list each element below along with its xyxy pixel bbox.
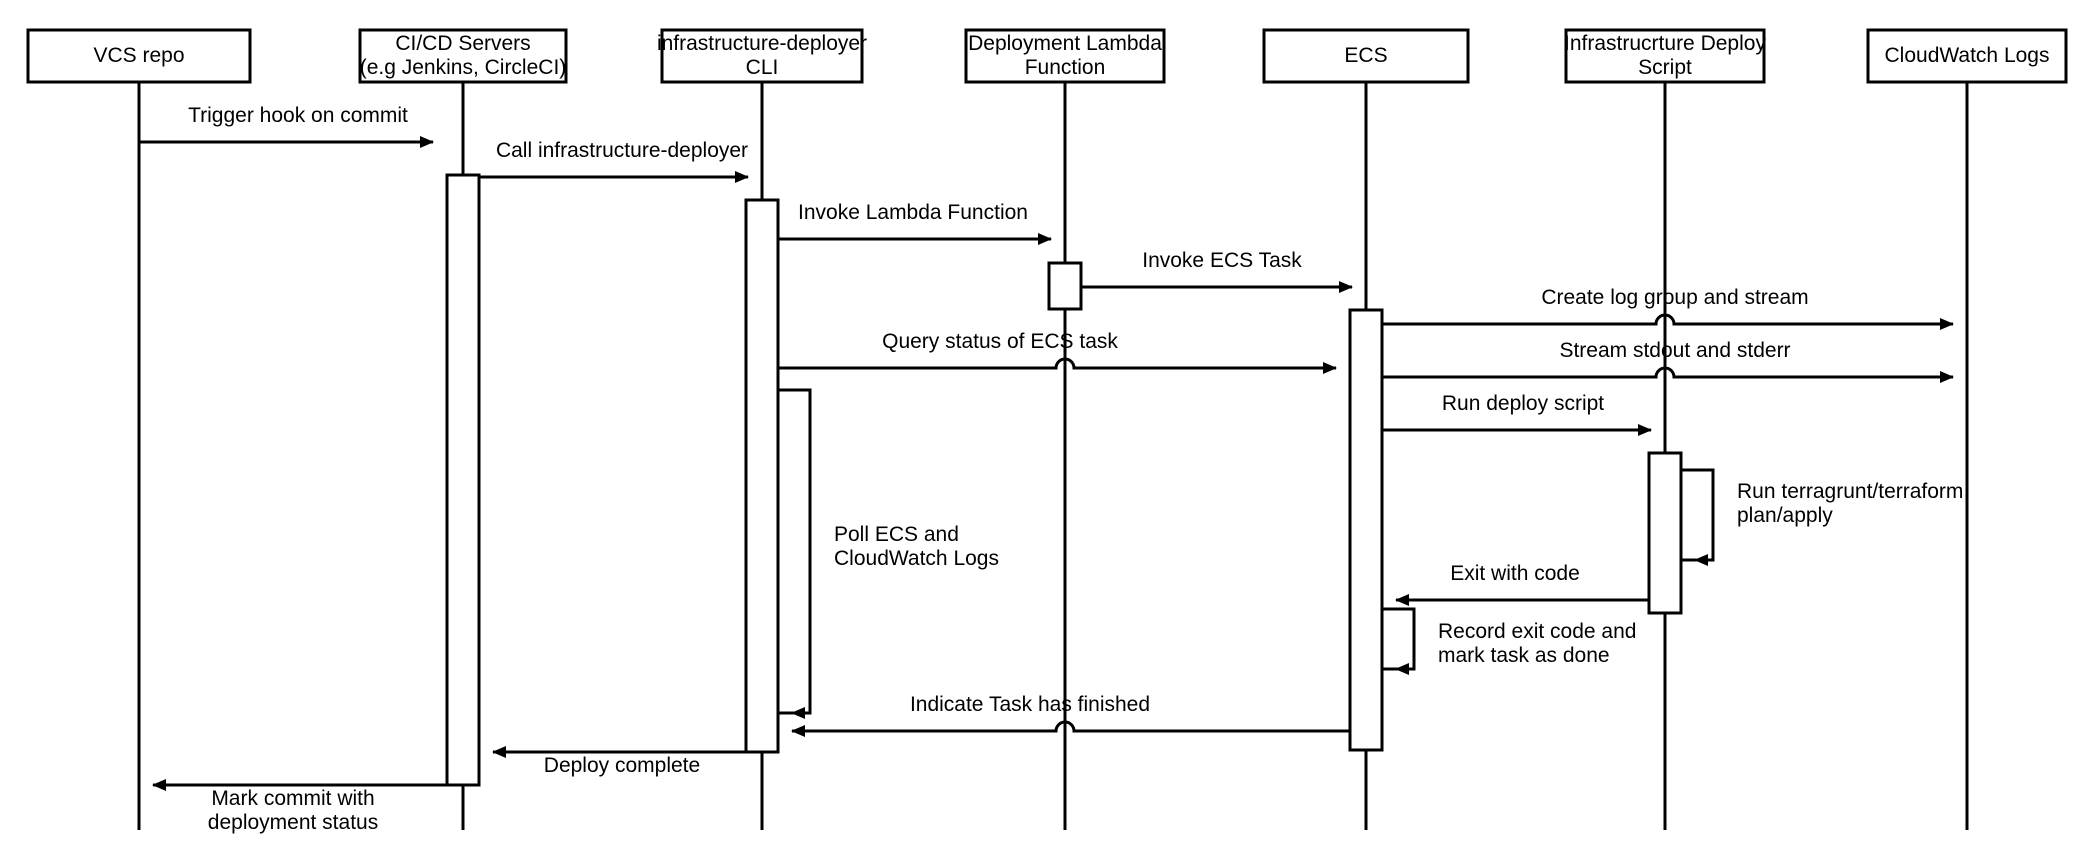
participant-vcs[interactable]: VCS repo bbox=[26, 28, 252, 84]
participant-box-deployscript[interactable] bbox=[1564, 28, 1766, 84]
participant-cicd[interactable]: CI/CD Servers(e.g Jenkins, CircleCI) bbox=[358, 28, 568, 84]
message-label-m7: Stream stdout and stderr bbox=[1559, 339, 1790, 362]
activation-bar-lambda bbox=[1047, 261, 1083, 311]
message-arrow-m7 bbox=[1382, 366, 1954, 383]
message-m3: Invoke Lambda Function bbox=[778, 201, 1052, 245]
message-m6: Query status of ECS task bbox=[778, 330, 1337, 374]
participant-box-cli[interactable] bbox=[660, 28, 864, 84]
message-label-m1: Trigger hook on commit bbox=[188, 104, 408, 127]
message-m4: Invoke ECS Task bbox=[1081, 249, 1353, 293]
activation-bar-deployscript bbox=[1647, 451, 1683, 615]
message-label-m2: Call infrastructure-deployer bbox=[496, 139, 748, 162]
message-arrow-m5 bbox=[1382, 313, 1954, 330]
participant-ecs[interactable]: ECS bbox=[1262, 28, 1470, 84]
message-arrow-m12 bbox=[778, 388, 812, 719]
activations-layer bbox=[445, 173, 1715, 787]
participant-box-cwlogs[interactable] bbox=[1866, 28, 2068, 84]
participant-cwlogs[interactable]: CloudWatch Logs bbox=[1866, 28, 2068, 84]
activation-bar-cli bbox=[744, 198, 780, 754]
message-label-m6: Query status of ECS task bbox=[882, 330, 1118, 353]
message-label-m4: Invoke ECS Task bbox=[1142, 249, 1302, 272]
message-m14: Deploy complete bbox=[492, 746, 762, 777]
participant-box-lambda[interactable] bbox=[964, 28, 1166, 84]
message-m1: Trigger hook on commit bbox=[139, 104, 434, 148]
message-label-m14: Deploy complete bbox=[544, 754, 700, 777]
activation-bar-ecs bbox=[1380, 607, 1416, 671]
participant-box-ecs[interactable] bbox=[1262, 28, 1470, 84]
message-label-m3: Invoke Lambda Function bbox=[798, 201, 1028, 224]
message-m5: Create log group and stream bbox=[1382, 286, 1954, 330]
activation-bar-cli bbox=[776, 388, 812, 715]
message-m8: Run deploy script bbox=[1382, 392, 1652, 436]
message-m2: Call infrastructure-deployer bbox=[479, 139, 749, 183]
message-arrow-m6 bbox=[778, 357, 1337, 374]
activation-bar-ecs bbox=[1348, 308, 1384, 752]
participant-label-cwlogs: CloudWatch Logs bbox=[1885, 44, 2050, 67]
participant-label-vcs: VCS repo bbox=[93, 44, 184, 67]
message-arrow-m13 bbox=[791, 720, 1350, 737]
message-arrow-m9 bbox=[1681, 468, 1715, 566]
message-m13: Indicate Task has finished bbox=[791, 693, 1350, 737]
message-label-m10: Exit with code bbox=[1450, 562, 1580, 585]
message-m10: Exit with code bbox=[1395, 562, 1649, 606]
participant-box-vcs[interactable] bbox=[26, 28, 252, 84]
message-m7: Stream stdout and stderr bbox=[1382, 339, 1954, 383]
participant-label-ecs: ECS bbox=[1344, 44, 1387, 67]
lifelines-layer bbox=[137, 82, 1969, 830]
message-label-m13: Indicate Task has finished bbox=[910, 693, 1150, 716]
participant-label-cicd: CI/CD Servers(e.g Jenkins, CircleCI) bbox=[360, 32, 567, 79]
participant-boxes-layer: VCS repo CI/CD Servers(e.g Jenkins, Circl… bbox=[26, 28, 2068, 84]
message-label-m8: Run deploy script bbox=[1442, 392, 1604, 415]
message-arrow-m11 bbox=[1382, 607, 1416, 675]
participant-box-cicd[interactable] bbox=[358, 28, 568, 84]
activation-bar-deployscript bbox=[1679, 468, 1715, 562]
activation-bar-cicd bbox=[445, 173, 481, 787]
message-label-m5: Create log group and stream bbox=[1541, 286, 1808, 309]
